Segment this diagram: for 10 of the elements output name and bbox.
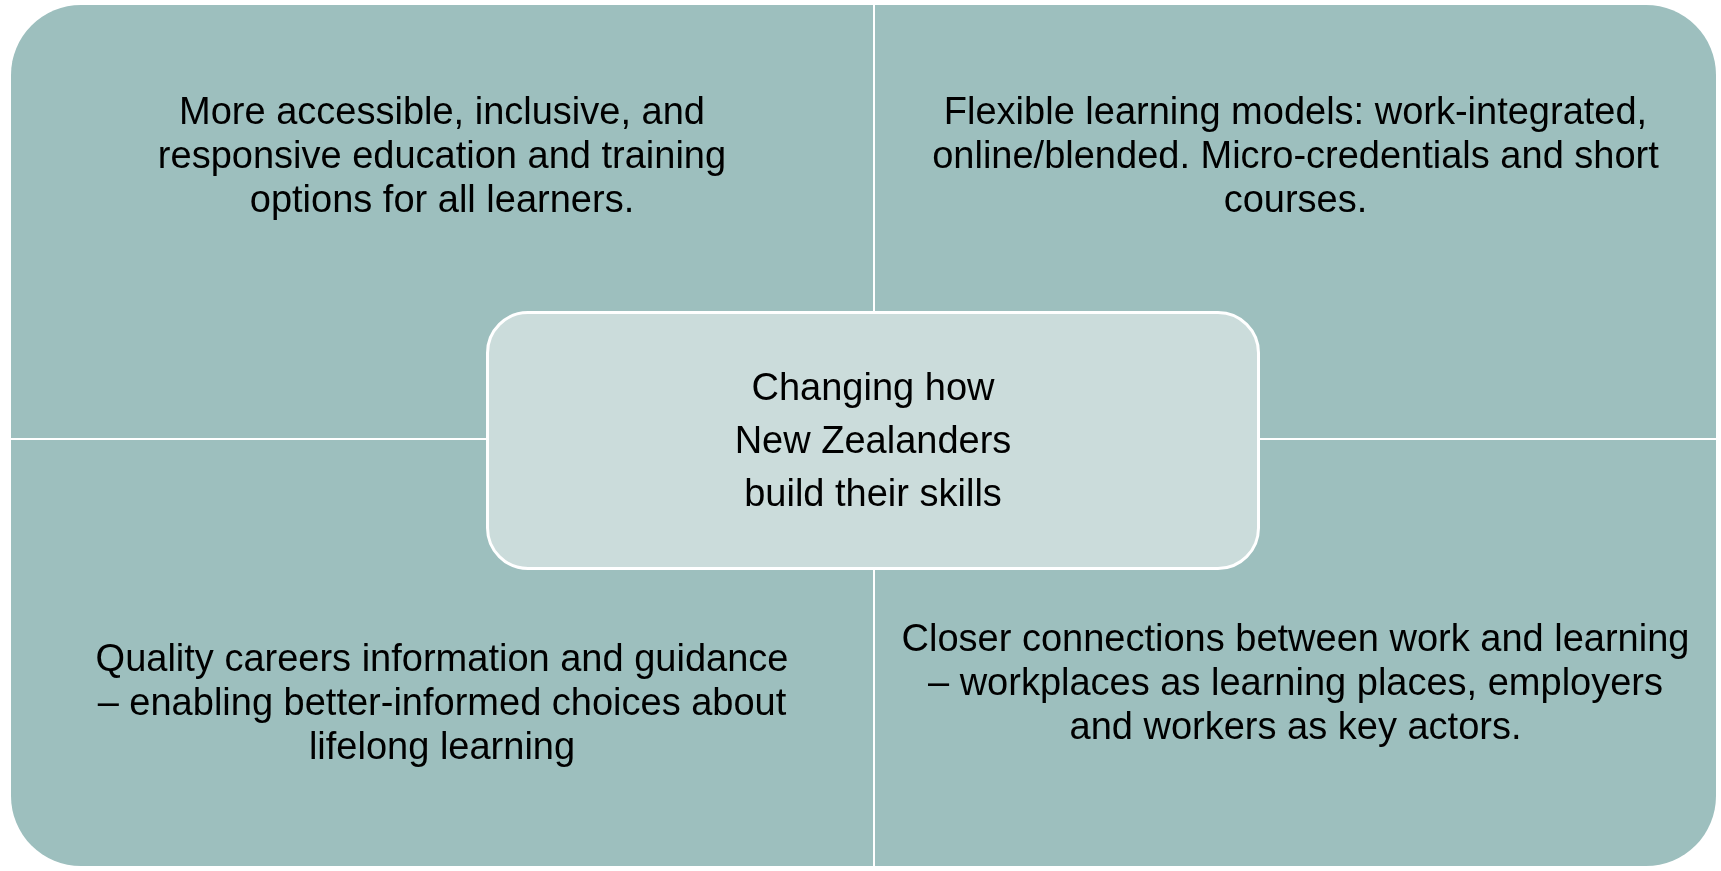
center-text: Changing how New Zealanders build their skills: [733, 365, 1013, 516]
quadrant-panel: [875, 570, 1716, 866]
quadrant-text: Quality careers information and guidance – enabling better-informed choices about lifelong learning: [94, 636, 790, 768]
quadrant-panel: [875, 5, 1716, 311]
center-box: [486, 311, 1260, 570]
quadrant-panel: [11, 5, 873, 311]
quadrant-panel: [11, 570, 873, 866]
quadrant-text: Closer connections between work and learning – workplaces as learning places, employers and workers as key actors.: [900, 616, 1691, 748]
quadrant-text: More accessible, inclusive, and responsive education and training options for all learners.: [156, 89, 728, 221]
quadrant-text: Flexible learning models: work-integrated, online/blended. Micro-credentials and short courses.: [931, 89, 1660, 221]
